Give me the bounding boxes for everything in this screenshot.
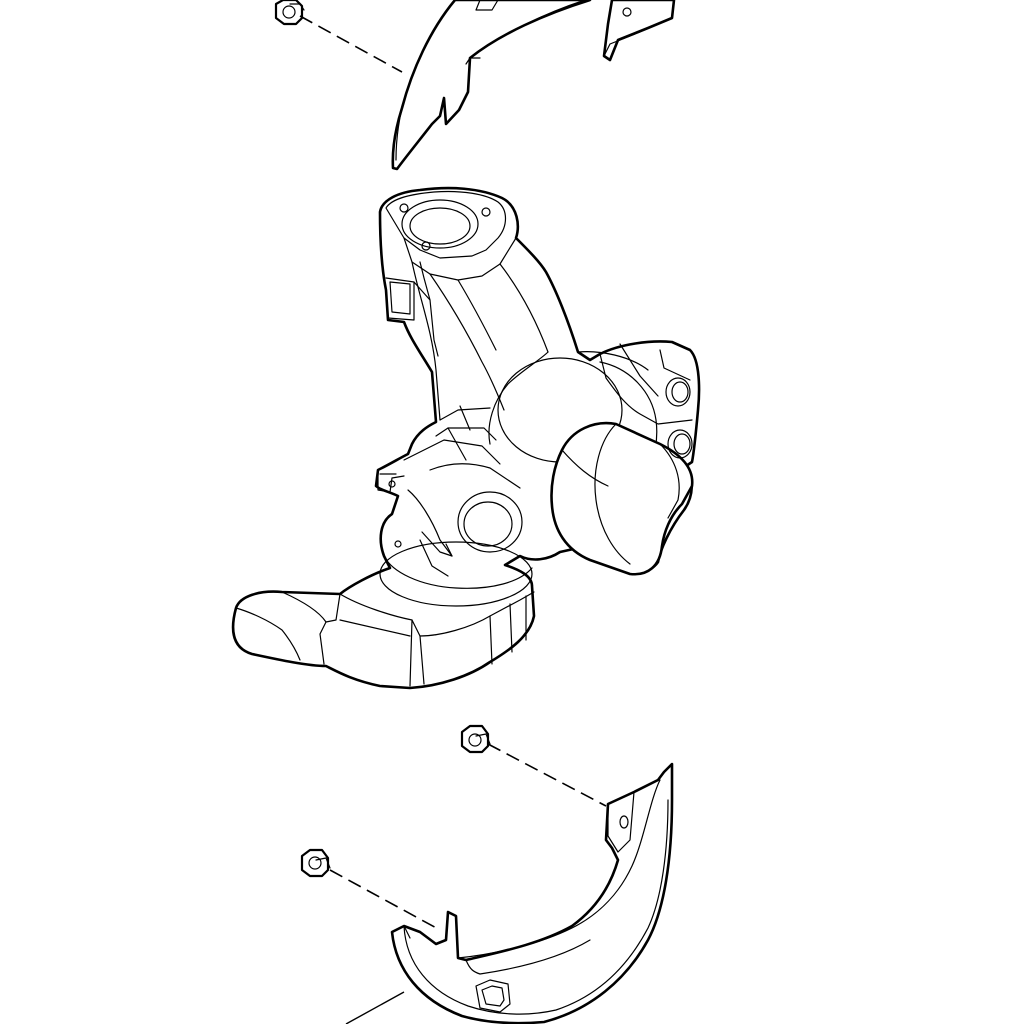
- lower-bolt-left-dash-line: [329, 869, 441, 931]
- upper-bolt: [274, 0, 305, 26]
- lower-bolt-left: [300, 848, 331, 878]
- callout-leader-line: [345, 991, 405, 1024]
- lower-bolt-right-dash-line: [487, 743, 607, 807]
- lower-bolt-right: [460, 724, 491, 754]
- steering-knuckle: [231, 186, 701, 690]
- upper-dust-shield: [391, 0, 676, 171]
- upper-bolt-dash-line: [299, 15, 403, 73]
- lower-dust-shield: [390, 762, 674, 1024]
